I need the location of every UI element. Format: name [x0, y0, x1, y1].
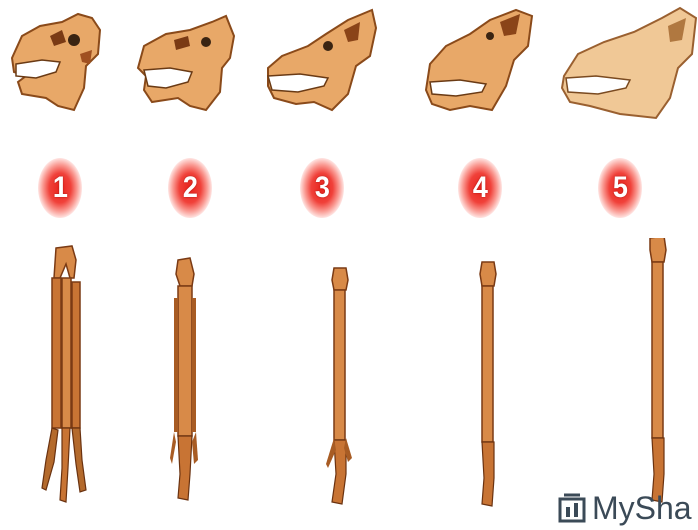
stage-5-number: 5 [612, 171, 627, 205]
stage-3-number: 3 [314, 171, 329, 205]
stage-4-skull [420, 6, 540, 122]
stage-1-number: 1 [52, 171, 67, 205]
stage-1-leg-bones [0, 238, 120, 530]
stage-3-leg-bones [262, 238, 382, 530]
stage-4-leg-bones [420, 238, 540, 530]
watermark-text: MySha [592, 490, 692, 527]
stage-5-column: 5 [560, 0, 680, 530]
stage-5-badge: 5 [598, 158, 642, 218]
stage-5-skull [560, 6, 698, 122]
watermark: MySha [558, 486, 698, 530]
stage-2-skull [130, 6, 250, 122]
stage-1-badge: 1 [38, 158, 82, 218]
stage-2-leg-bones [130, 238, 250, 530]
stage-4-badge: 4 [458, 158, 502, 218]
watermark-logo-icon [558, 493, 586, 523]
stage-2-number: 2 [182, 171, 197, 205]
stage-2-badge: 2 [168, 158, 212, 218]
stage-3-skull [262, 6, 382, 122]
stage-2-column: 2 [130, 0, 250, 530]
stage-4-number: 4 [472, 171, 487, 205]
stage-1-column: 1 [0, 0, 120, 530]
stage-1-skull [0, 6, 120, 122]
stage-4-column: 4 [420, 0, 540, 530]
stage-3-column: 3 [262, 0, 382, 530]
stage-3-badge: 3 [300, 158, 344, 218]
